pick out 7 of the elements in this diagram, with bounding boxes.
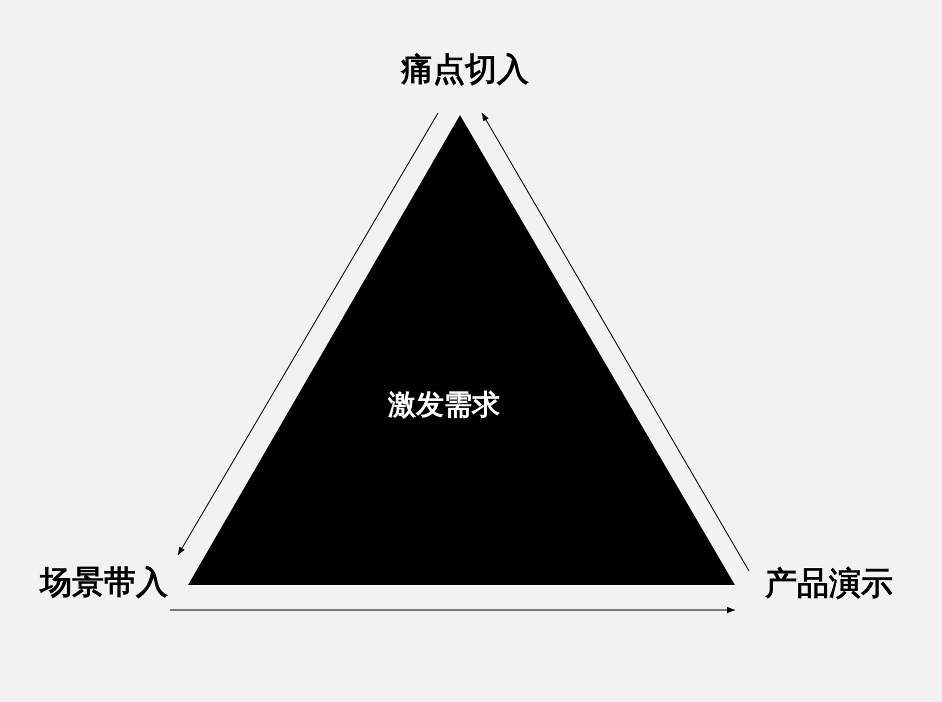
stage-label: 场景带入 xyxy=(20,555,170,610)
arrow xyxy=(482,112,750,572)
stage-label: 产品演示 xyxy=(749,566,899,610)
center-label: 激发需求 xyxy=(388,391,500,419)
arrow xyxy=(170,606,736,614)
stage-label: 痛点切入 xyxy=(385,45,545,113)
arrow xyxy=(178,112,438,556)
